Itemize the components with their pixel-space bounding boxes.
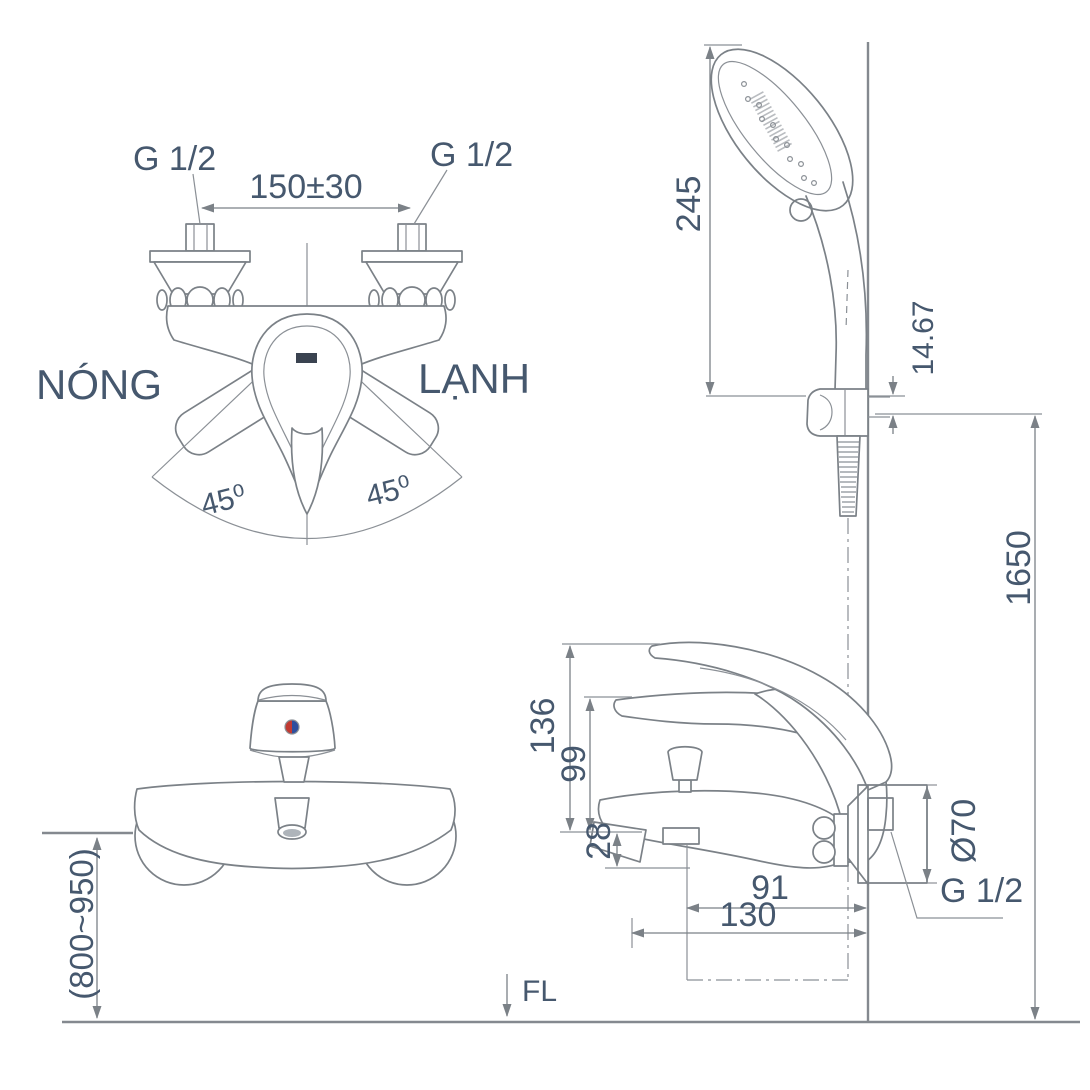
dim-bracket-height: 1650 [1000,530,1038,606]
dim-bracket-offset: 14.67 [907,300,940,375]
thread-label-left: G 1/2 [133,140,216,178]
hand-shower-view [704,44,1042,1020]
spray-nozzles [740,80,817,187]
dim-99: 99 [555,745,593,783]
shower-head [710,48,854,222]
temp-indicator-front [296,353,317,363]
dim-head-length: 245 [670,176,708,233]
dim-install-height: (800~950) [63,848,100,999]
dim-center-distance: 150±30 [249,168,362,206]
lever-handle-side [648,641,893,791]
leader-wall-thread [890,831,1003,919]
wall-bracket [806,388,890,437]
diverter-knob [667,745,703,793]
wall-thread-label: G 1/2 [940,872,1023,910]
leader-thread-left [192,173,201,225]
lever-inner-curve [699,667,847,741]
angle-right-label: 45⁰ [363,470,415,513]
leader-thread-right [413,169,448,225]
thread-label-right: G 1/2 [430,136,513,174]
dim-flange-diameter: Ø70 [945,799,983,863]
dim-136: 136 [524,698,562,755]
spout-front [274,797,310,840]
dim-91: 91 [751,869,789,907]
lever-grip [290,427,324,515]
label-hot: NÓNG [36,361,162,408]
eccentric-union-right [361,223,463,314]
temp-indicator [284,719,300,735]
diverter-knob-front [278,756,310,783]
side-view [560,641,1003,980]
labels: G 1/2 G 1/2 150±30 NÓNG LẠNH 45⁰ 45⁰ 245… [36,136,1038,1008]
angle-left-label: 45⁰ [198,479,250,522]
shower-handle [805,181,868,391]
wall-thread-socket [867,797,894,831]
front-view [149,169,463,545]
shower-hose [836,435,861,517]
label-cold: LẠNH [418,355,530,402]
dim-130: 130 [720,896,777,934]
floor-label: FL [522,975,557,1008]
dim-28: 28 [580,822,618,860]
hose-outlet [662,827,700,845]
eccentric-union-left [149,223,251,314]
mounted-front-view [42,683,457,1019]
